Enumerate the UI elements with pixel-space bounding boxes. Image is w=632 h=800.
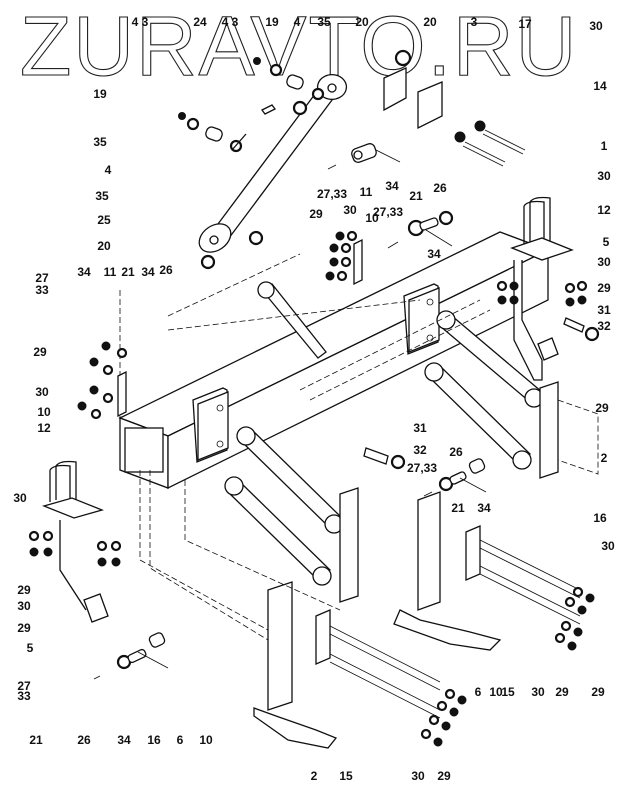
part-callout-21: 21 <box>451 501 465 515</box>
part-callout-29: 29 <box>555 685 569 699</box>
part-callout-35: 35 <box>93 135 107 149</box>
part-callout-30: 30 <box>597 255 611 269</box>
part-callout-29: 29 <box>17 583 31 597</box>
top-pin-group <box>178 57 325 270</box>
part-callout-31: 31 <box>597 303 611 317</box>
part-callout-34: 34 <box>141 265 155 279</box>
lower-left-pin-group <box>93 632 169 680</box>
frame-brackets <box>192 283 440 463</box>
part-callout-29: 29 <box>437 769 451 783</box>
part-callout-31: 31 <box>413 421 427 435</box>
part-callout-21: 21 <box>29 733 43 747</box>
part-callout-4: 4 <box>105 163 112 177</box>
part-callout-35: 35 <box>95 189 109 203</box>
part-callout-27-33: 27,33 <box>317 187 347 201</box>
part-callout-30: 30 <box>35 385 49 399</box>
part-callout-35: 35 <box>317 15 331 29</box>
part-callout-33: 33 <box>35 283 49 297</box>
part-callout-27: 27 <box>17 679 31 693</box>
part-callout-34: 34 <box>77 265 91 279</box>
part-callout-29: 29 <box>33 345 47 359</box>
part-callout-26: 26 <box>159 263 173 277</box>
part-callout-30: 30 <box>343 203 357 217</box>
part-callout-10: 10 <box>199 733 213 747</box>
ripper-shank-left <box>253 581 467 749</box>
left-clamp-plate <box>77 341 128 420</box>
part-callout-5: 5 <box>603 235 610 249</box>
part-callout-14: 14 <box>593 79 607 93</box>
part-callout-30: 30 <box>411 769 425 783</box>
center-plate <box>339 381 599 603</box>
part-callout-29: 29 <box>591 685 605 699</box>
part-callout-3: 3 <box>471 15 478 29</box>
left-mount-bracket <box>28 460 122 623</box>
part-callout-30: 30 <box>589 19 603 33</box>
part-callout-6: 6 <box>177 733 184 747</box>
part-callout-30: 30 <box>531 685 545 699</box>
part-callout-30: 30 <box>13 491 27 505</box>
part-callout-19: 19 <box>265 15 279 29</box>
part-callout-12: 12 <box>37 421 51 435</box>
part-callout-4-3: 4 3 <box>132 15 149 29</box>
part-callout-29: 29 <box>17 621 31 635</box>
lower-mid-pin-group <box>363 447 487 497</box>
part-callout-4-3: 4 3 <box>222 15 239 29</box>
part-callout-15: 15 <box>501 685 515 699</box>
part-callout-29: 29 <box>595 401 609 415</box>
part-callout-29: 29 <box>309 207 323 221</box>
part-callout-4: 4 <box>294 15 301 29</box>
part-callout-30: 30 <box>601 539 615 553</box>
part-callout-19: 19 <box>93 87 107 101</box>
part-callout-16: 16 <box>593 511 607 525</box>
main-frame <box>118 231 550 490</box>
mid-pin-group <box>327 143 454 249</box>
part-callout-26: 26 <box>77 733 91 747</box>
part-callout-15: 15 <box>339 769 353 783</box>
part-callout-24: 24 <box>193 15 207 29</box>
part-callout-2: 2 <box>311 769 318 783</box>
part-callout-5: 5 <box>27 641 34 655</box>
part-callout-27: 27 <box>35 271 49 285</box>
right-mount-bracket <box>496 196 600 381</box>
part-callout-34: 34 <box>385 179 399 193</box>
part-callout-27-33: 27,33 <box>407 461 437 475</box>
part-callout-20: 20 <box>355 15 369 29</box>
part-callout-26: 26 <box>433 181 447 195</box>
part-callout-12: 12 <box>597 203 611 217</box>
part-callout-30: 30 <box>17 599 31 613</box>
part-callout-10: 10 <box>37 405 51 419</box>
part-callout-25: 25 <box>97 213 111 227</box>
mid-clamp-plate <box>325 230 363 286</box>
top-bracket-plates <box>383 49 526 167</box>
part-callout-20: 20 <box>423 15 437 29</box>
part-callout-34: 34 <box>427 247 441 261</box>
part-callout-10: 10 <box>489 685 503 699</box>
part-callout-10: 10 <box>365 211 379 225</box>
part-callout-6: 6 <box>475 685 482 699</box>
part-callout-32: 32 <box>597 319 611 333</box>
part-callout-34: 34 <box>477 501 491 515</box>
part-callout-2: 2 <box>601 451 608 465</box>
part-callout-34: 34 <box>117 733 131 747</box>
part-callout-11: 11 <box>360 185 373 199</box>
top-link-arm <box>198 74 348 253</box>
part-callout-33: 33 <box>17 689 31 703</box>
part-callout-21: 21 <box>121 265 135 279</box>
part-callout-30: 30 <box>597 169 611 183</box>
part-callout-16: 16 <box>147 733 161 747</box>
part-callout-29: 29 <box>597 281 611 295</box>
part-callout-17: 17 <box>518 17 532 31</box>
ripper-shank-right <box>393 491 595 651</box>
assembly-guide-lines <box>139 299 491 641</box>
part-callout-20: 20 <box>97 239 111 253</box>
part-callout-21: 21 <box>409 189 423 203</box>
part-callout-11: 11 <box>104 265 117 279</box>
part-callout-1: 1 <box>601 139 608 153</box>
part-callout-26: 26 <box>449 445 463 459</box>
part-callout-32: 32 <box>413 443 427 457</box>
link-arms <box>224 281 544 586</box>
part-callout-27-33: 27,33 <box>373 205 403 219</box>
